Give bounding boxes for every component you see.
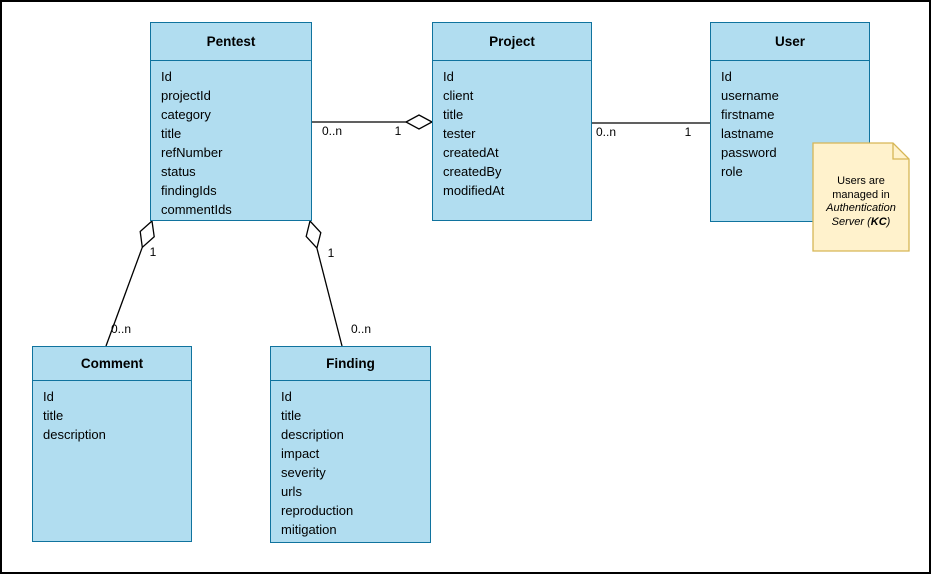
class-attribute: urls	[281, 484, 302, 499]
class-attribute: username	[721, 88, 779, 103]
class-attribute: password	[721, 145, 777, 160]
class-pentest-title: Pentest	[151, 23, 311, 61]
aggregation-diamond-comment-link	[139, 219, 155, 249]
class-attribute: Id	[161, 69, 172, 84]
multiplicity-pentest-comment-target: 0..n	[110, 322, 132, 336]
class-attribute: title	[161, 126, 182, 141]
class-attribute: projectId	[161, 88, 211, 103]
note-line: Server (KC)	[831, 215, 891, 228]
class-pentest-attributes: Id projectId category title refNumber st…	[151, 61, 311, 219]
class-attribute: Id	[281, 389, 292, 404]
class-finding: Finding Id title description impact seve…	[270, 346, 431, 543]
class-pentest: Pentest Id projectId category title refN…	[150, 22, 312, 221]
class-finding-title: Finding	[271, 347, 430, 381]
note-shape	[812, 142, 910, 252]
class-attribute: title	[443, 107, 464, 122]
multiplicity-pentest-finding-source: 1	[327, 246, 335, 260]
class-attribute: severity	[281, 465, 326, 480]
note-kc-emphasis: KC	[870, 215, 887, 228]
class-comment-attributes: Id title description	[33, 381, 191, 444]
class-attribute: commentIds	[161, 202, 232, 217]
multiplicity-pentest-comment-source: 1	[149, 245, 157, 259]
class-attribute: mitigation	[281, 522, 337, 537]
class-attribute: title	[281, 408, 302, 423]
class-attribute: impact	[281, 446, 320, 461]
class-attribute: Id	[443, 69, 454, 84]
class-project-attributes: Id client title tester createdAt created…	[433, 61, 591, 200]
class-attribute: findingIds	[161, 183, 217, 198]
class-comment: Comment Id title description	[32, 346, 192, 542]
aggregation-diamond-project	[404, 114, 434, 130]
class-attribute: client	[443, 88, 474, 103]
class-project: Project Id client title tester createdAt…	[432, 22, 592, 221]
class-user-attributes: Id username firstname lastname password …	[711, 61, 869, 181]
class-attribute: createdBy	[443, 164, 502, 179]
class-attribute: firstname	[721, 107, 775, 122]
class-attribute: refNumber	[161, 145, 223, 160]
note-text: Users are managed in Authentication Serv…	[812, 142, 910, 252]
multiplicity-pentest-project-target: 1	[394, 124, 402, 138]
class-attribute: reproduction	[281, 503, 354, 518]
note-line: managed in	[832, 188, 890, 201]
class-attribute: tester	[443, 126, 476, 141]
class-user-title: User	[711, 23, 869, 61]
class-attribute: status	[161, 164, 196, 179]
multiplicity-pentest-project-source: 0..n	[321, 124, 343, 138]
note-sticky: Users are managed in Authentication Serv…	[812, 142, 910, 252]
class-attribute: description	[281, 427, 344, 442]
note-line: Authentication	[826, 202, 896, 214]
class-attribute: description	[43, 427, 106, 442]
note-fold-corner	[892, 143, 909, 160]
multiplicity-project-user-source: 0..n	[595, 125, 617, 139]
class-attribute: Id	[43, 389, 54, 404]
class-attribute: createdAt	[443, 145, 499, 160]
multiplicity-pentest-finding-target: 0..n	[350, 322, 372, 336]
class-finding-attributes: Id title description impact severity url…	[271, 381, 430, 539]
note-body	[812, 142, 910, 252]
edge-pentest-finding	[316, 247, 343, 347]
aggregation-diamond-finding-link	[305, 219, 322, 250]
class-project-title: Project	[433, 23, 591, 61]
class-attribute: category	[161, 107, 211, 122]
note-line: Users are	[837, 175, 885, 187]
class-attribute: role	[721, 164, 743, 179]
class-comment-title: Comment	[33, 347, 191, 381]
class-attribute: lastname	[721, 126, 774, 141]
class-attribute: title	[43, 408, 64, 423]
multiplicity-project-user-target: 1	[684, 125, 692, 139]
class-attribute: modifiedAt	[443, 183, 505, 198]
class-attribute: Id	[721, 69, 732, 84]
